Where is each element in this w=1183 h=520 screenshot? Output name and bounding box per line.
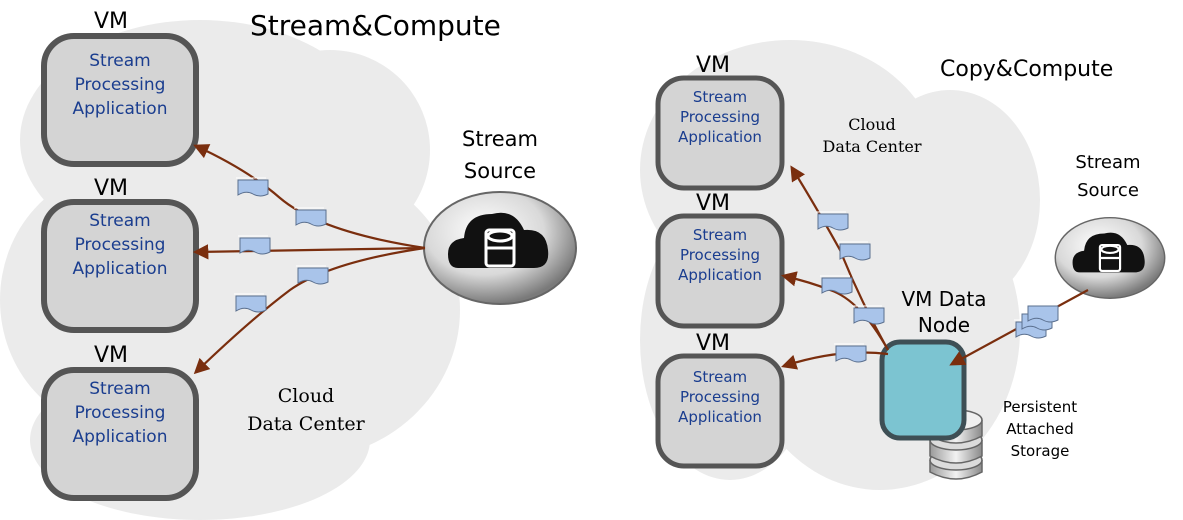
vm-container (41, 199, 199, 333)
vm-container (655, 353, 785, 469)
app-label-line: Stream (89, 379, 151, 399)
vm-box: VM Stream Processing Application (41, 9, 199, 167)
app-label-line: Processing (680, 388, 760, 406)
app-label-line: Processing (680, 246, 760, 264)
app-label-line: Application (678, 128, 762, 146)
data-flow-arrows (192, 144, 426, 375)
vm-label: VM (94, 343, 128, 368)
app-label-line: Stream (693, 368, 747, 386)
source-label-line: Source (464, 159, 536, 183)
app-label-line: Application (73, 99, 168, 119)
vm-box: VM Stream Processing Application (655, 53, 785, 191)
cloud-label-line: Cloud (848, 115, 896, 134)
cloud-label-line: Data Center (823, 137, 922, 156)
vm-box: VM Stream Processing Application (655, 191, 785, 329)
source-label-line: Source (1077, 180, 1139, 201)
storage-label-line: Storage (1011, 442, 1070, 460)
vm-label: VM (696, 331, 730, 356)
cloud-label-line: Data Center (247, 413, 365, 435)
vm-container (41, 367, 199, 501)
cloud-label-line: Cloud (278, 385, 334, 407)
data-node-label-line: VM Data (901, 287, 986, 311)
vm-data-node (879, 339, 967, 441)
vm-box: VM Stream Processing Application (41, 343, 199, 501)
source-label-line: Stream (1075, 152, 1140, 173)
vm-label: VM (696, 191, 730, 216)
app-label-line: Application (678, 408, 762, 426)
app-label-line: Stream (89, 51, 151, 71)
data-node-label-line: Node (918, 313, 970, 337)
app-label-line: Processing (680, 108, 760, 126)
panel-title: Stream&Compute (250, 9, 501, 42)
app-label-line: Processing (75, 235, 166, 255)
cloud-database-icon (423, 191, 577, 305)
stream-compute-panel: Stream&Compute VM Stream Processing Appl… (0, 9, 577, 520)
app-label-line: Application (73, 259, 168, 279)
source-label-line: Stream (462, 127, 538, 151)
vm-label: VM (696, 53, 730, 78)
vm-container (41, 33, 199, 167)
app-label-line: Stream (693, 88, 747, 106)
vm-container (655, 75, 785, 191)
app-label-line: Application (678, 266, 762, 284)
panel-title: Copy&Compute (940, 57, 1113, 82)
vm-label: VM (94, 9, 128, 34)
vm-container (655, 213, 785, 329)
app-label-line: Application (73, 427, 168, 447)
app-label-line: Stream (693, 226, 747, 244)
cloud-database-icon (1054, 216, 1166, 300)
storage-label-line: Persistent (1003, 398, 1077, 416)
app-label-line: Processing (75, 75, 166, 95)
storage-label-line: Attached (1006, 420, 1073, 438)
vm-box: VM Stream Processing Application (655, 331, 785, 469)
app-label-line: Stream (89, 211, 151, 231)
copy-compute-panel: Copy&Compute VM Stream Processing Applic… (640, 40, 1166, 490)
vm-label: VM (94, 176, 128, 201)
app-label-line: Processing (75, 403, 166, 423)
vm-box: VM Stream Processing Application (41, 176, 199, 333)
